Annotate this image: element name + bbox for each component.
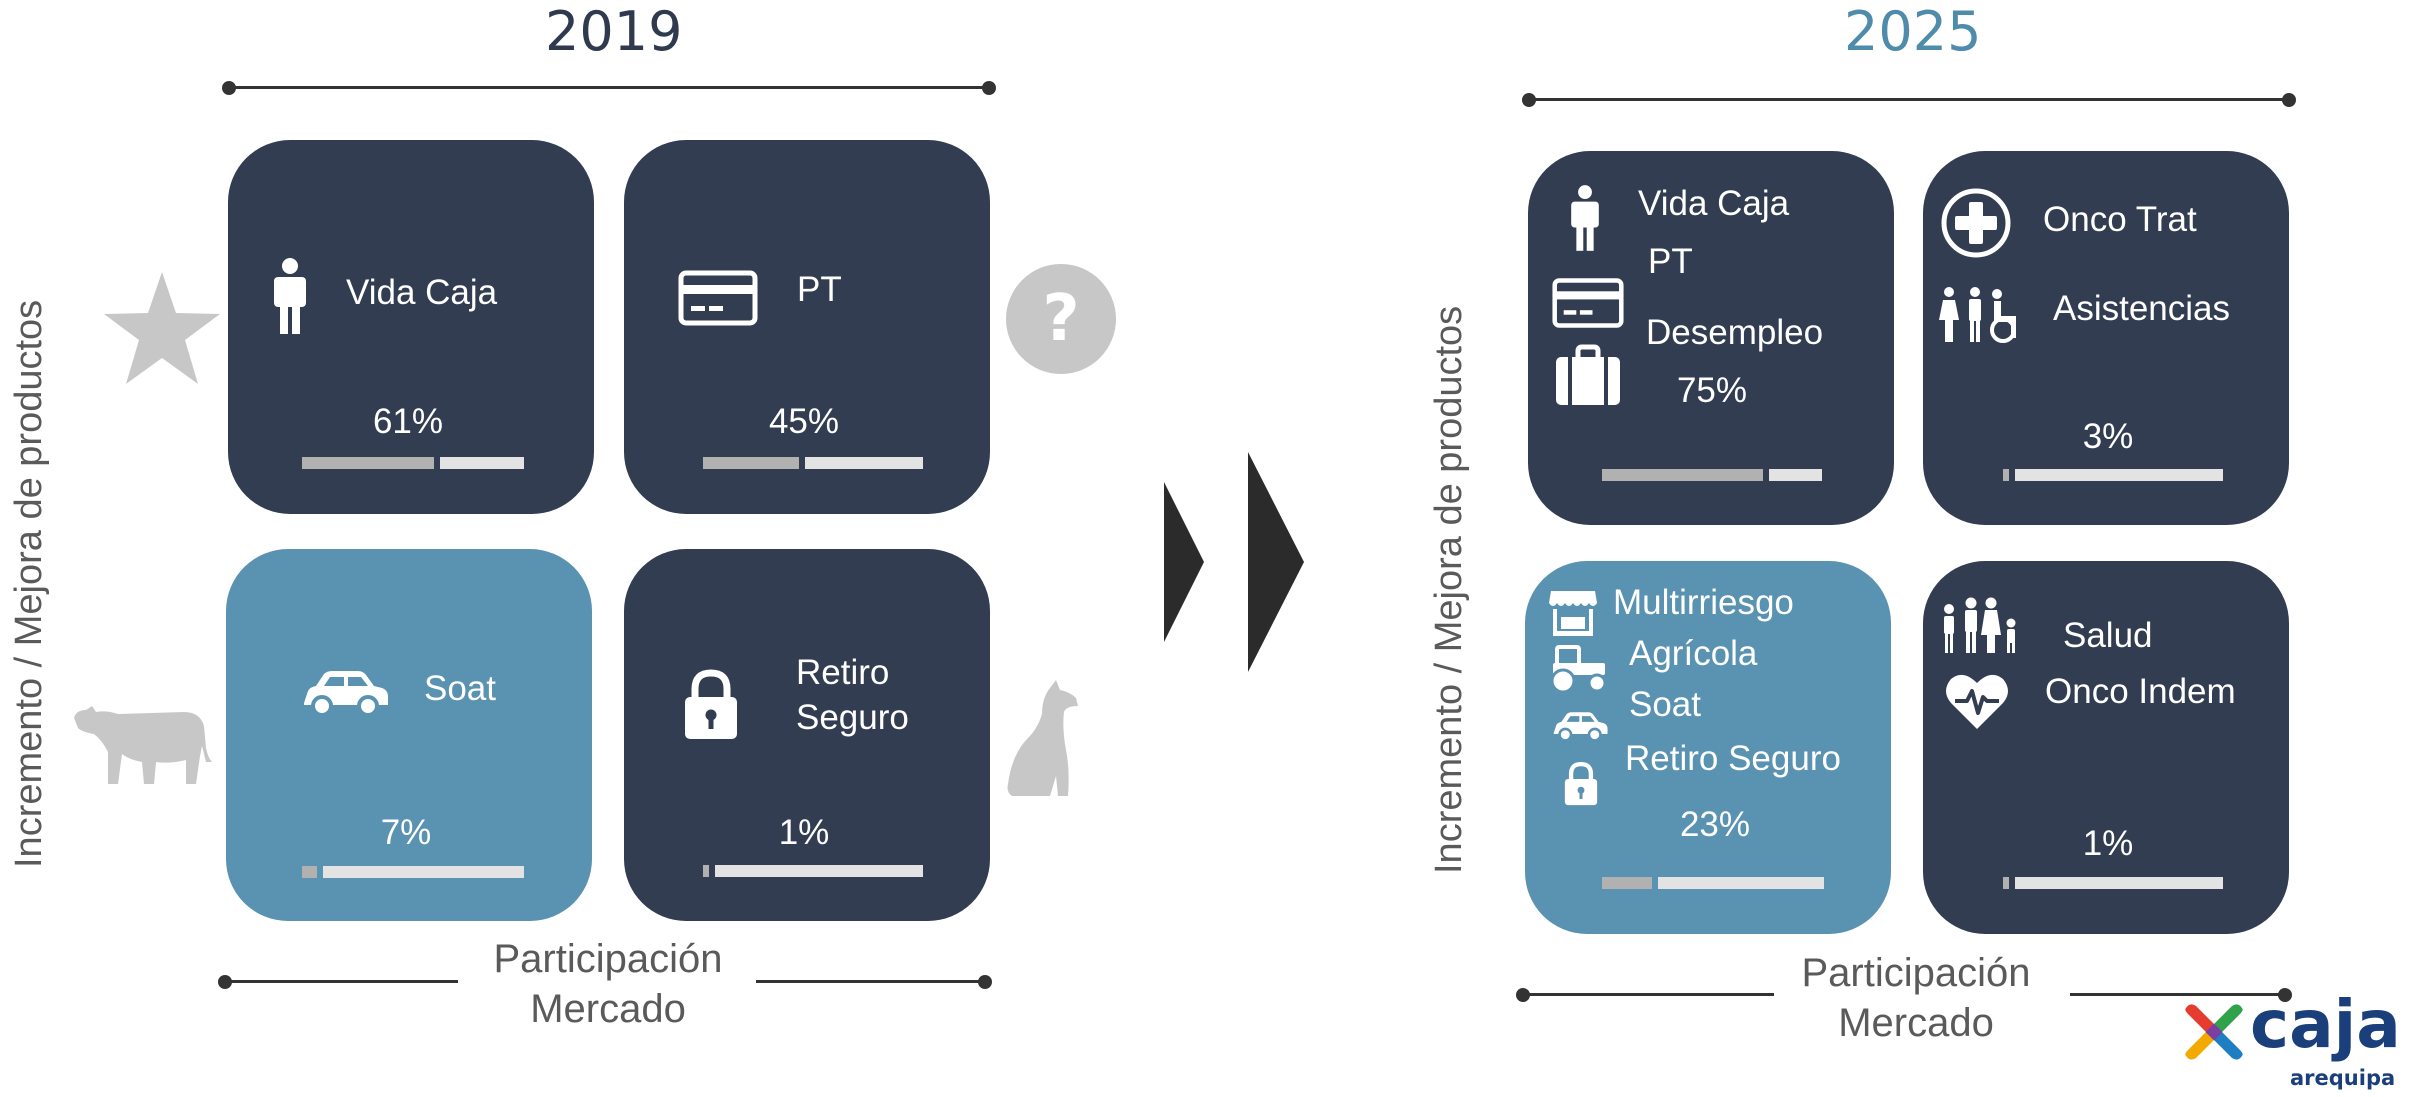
bottom-axis-line-2025-right <box>2070 993 2286 996</box>
share-percent: 23% <box>1679 805 1751 844</box>
card-icon <box>1552 278 1624 328</box>
axis-dot <box>978 974 992 989</box>
x-axis-label-line2: Mercado <box>1838 1001 1994 1045</box>
bottom-axis-line-2019-right <box>756 980 984 983</box>
star-icon <box>104 272 220 384</box>
share-percent: 75% <box>1676 371 1748 410</box>
x-axis-label-line2: Mercado <box>530 987 686 1031</box>
tractor-icon <box>1550 645 1607 694</box>
bottom-axis-line-2019-left <box>228 980 458 983</box>
quadrant-cow-2025: Multirriesgo Agrícola Soat Retiro Seguro… <box>1525 561 1891 934</box>
family-wheelchair-icon <box>1939 287 2016 343</box>
share-percent: 1% <box>2082 824 2134 863</box>
product-label: Agrícola <box>1629 634 1758 673</box>
axis-dot <box>2278 987 2292 1002</box>
lock-icon <box>1564 761 1598 806</box>
axis-dot <box>222 80 236 95</box>
axis-dot <box>982 80 996 95</box>
market-stall-icon <box>1549 591 1597 636</box>
x-axis-label-2019: Participación Mercado <box>468 934 748 1034</box>
logo-mark-icon <box>2185 1004 2243 1060</box>
heart-pulse-icon <box>1946 674 2008 729</box>
axis-dot <box>1522 92 1536 107</box>
bottom-axis-line-2025-left <box>1528 993 1774 996</box>
product-label: Soat <box>424 669 496 708</box>
product-label: Desempleo <box>1646 313 1824 352</box>
share-bar <box>302 866 524 878</box>
briefcase-icon <box>1556 344 1620 405</box>
share-percent: 61% <box>372 402 444 441</box>
dog-icon <box>1007 680 1078 796</box>
share-bar <box>1602 469 1822 481</box>
question-icon: ? <box>1006 264 1116 374</box>
y-axis-label-2025: Incremento / Mejora de productos <box>1428 305 1470 874</box>
quadrant-question-2025: Onco Trat Asistencias 3% <box>1923 151 2289 525</box>
cow-icon <box>74 706 212 784</box>
quadrant-dog-2019: Retiro Seguro 1% <box>624 549 990 921</box>
product-label: Retiro <box>796 653 890 692</box>
car-icon <box>304 671 388 717</box>
caja-arequipa-logo: caja arequipa <box>2180 992 2423 1097</box>
person-icon <box>1571 185 1599 251</box>
card-icon <box>678 270 758 326</box>
product-label: Soat <box>1629 685 1701 724</box>
axis-dot <box>1516 987 1530 1002</box>
share-bar <box>1602 877 1824 889</box>
axis-dot <box>2282 92 2296 107</box>
top-axis-line-2025 <box>1528 98 2290 101</box>
year-2025-title: 2025 <box>1844 0 1982 63</box>
share-percent: 1% <box>778 813 830 852</box>
share-bar <box>703 865 923 877</box>
axis-dot <box>218 974 232 989</box>
y-axis-label-2019: Incremento / Mejora de productos <box>8 299 50 868</box>
car-icon <box>1553 712 1608 742</box>
share-bar <box>703 457 923 469</box>
family-icon <box>1944 597 2016 653</box>
product-label: Seguro <box>796 698 909 737</box>
product-label: Onco Trat <box>2043 200 2197 239</box>
product-label: Salud <box>2063 616 2153 655</box>
person-icon <box>274 258 306 334</box>
product-label: Onco Indem <box>2045 672 2236 711</box>
medical-cross-icon <box>1941 188 2011 258</box>
x-axis-label-2025: Participación Mercado <box>1776 948 2056 1048</box>
product-label: Vida Caja <box>346 273 498 312</box>
x-axis-label-line1: Participación <box>493 937 723 981</box>
product-label: Vida Caja <box>1638 184 1790 223</box>
year-2019-title: 2019 <box>545 0 683 63</box>
double-arrow-icon <box>1164 452 1304 672</box>
share-bar <box>2003 877 2223 889</box>
quadrant-star-2019: Vida Caja 61% <box>228 140 594 514</box>
share-bar <box>302 457 524 469</box>
quadrant-star-2025: Vida Caja PT Desempleo 75% <box>1528 151 1894 525</box>
quadrant-question-2019: PT 45% <box>624 140 990 514</box>
share-percent: 3% <box>2082 417 2134 456</box>
share-percent: 7% <box>380 813 432 852</box>
x-axis-label-line1: Participación <box>1801 951 2031 995</box>
product-label: Retiro Seguro <box>1625 739 1841 778</box>
product-label: PT <box>1648 242 1693 281</box>
quadrant-cow-2019: Soat 7% <box>226 549 592 921</box>
product-label: PT <box>797 270 842 309</box>
product-label: Asistencias <box>2053 289 2231 328</box>
product-label: Multirriesgo <box>1613 583 1794 622</box>
share-bar <box>2003 469 2223 481</box>
share-percent: 45% <box>768 402 840 441</box>
lock-icon <box>685 669 737 739</box>
top-axis-line-2019 <box>228 86 990 89</box>
logo-subtext: arequipa <box>2290 1066 2396 1090</box>
svg-text:?: ? <box>1042 282 1079 356</box>
quadrant-dog-2025: Salud Onco Indem 1% <box>1923 561 2289 934</box>
logo-text: caja <box>2250 986 2401 1063</box>
